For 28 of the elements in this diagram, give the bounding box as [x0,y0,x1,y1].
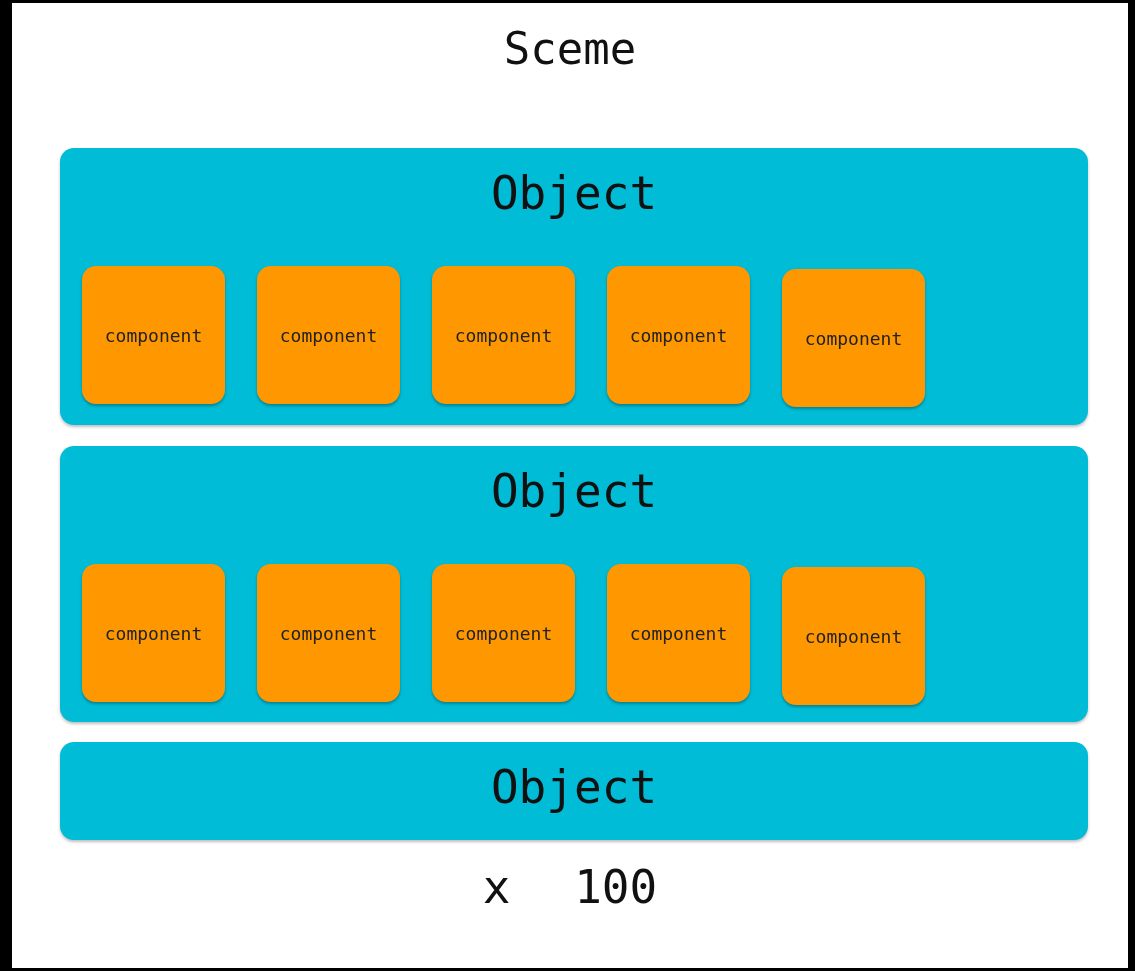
object-panel [60,742,1088,840]
component-box [82,266,225,404]
diagram-title: Sceme [502,23,638,74]
component-box [782,269,925,407]
component-box [782,567,925,705]
object-heading: Object [489,166,659,220]
component-label: component [279,622,378,644]
multiplier-label: x 100 [481,860,659,914]
component-box [257,564,400,702]
component-box [82,564,225,702]
object-panel [60,446,1088,722]
component-label: component [804,625,903,647]
component-label: component [454,622,553,644]
component-label: component [454,324,553,346]
component-box [432,266,575,404]
component-label: component [279,324,378,346]
component-box [607,564,750,702]
component-box [257,266,400,404]
component-box [607,266,750,404]
object-panel [60,148,1088,425]
object-heading: Object [489,760,659,814]
component-label: component [629,324,728,346]
component-box [432,564,575,702]
component-label: component [104,324,203,346]
component-label: component [104,622,203,644]
component-label: component [804,327,903,349]
component-label: component [629,622,728,644]
object-heading: Object [489,464,659,518]
